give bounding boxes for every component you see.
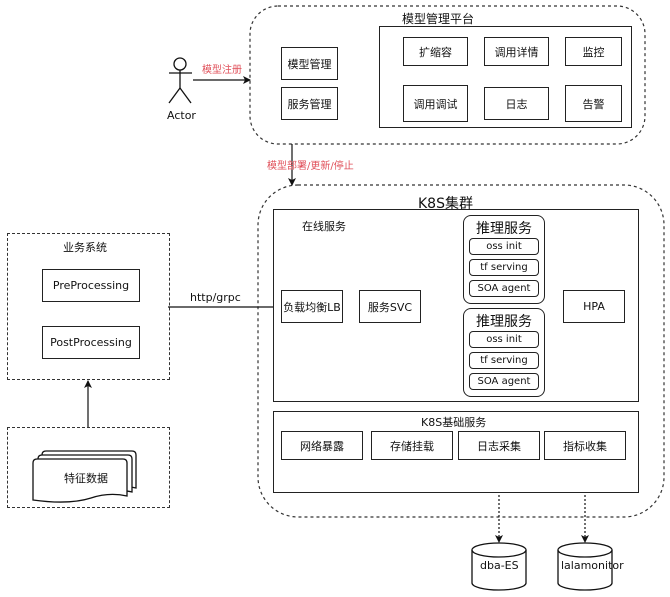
platform-title: 模型管理平台 [402,12,475,26]
storage-mount-box[interactable]: 存储挂载 [371,431,453,460]
business-system-title: 业务系统 [63,241,107,254]
pod-1-tf-serving[interactable]: tf serving [469,259,539,276]
pod-2-tf-serving[interactable]: tf serving [469,352,539,369]
actor-label: Actor [167,109,196,122]
k8s-base-services-title: K8S基础服务 [421,416,487,429]
lalamonitor-label: lalamonitor [561,559,624,572]
load-balancer-box[interactable]: 负载均衡LB [281,290,343,323]
lalamonitor-cylinder-icon [557,542,613,591]
deploy-edge-label: 模型部署/更新/停止 [267,161,354,172]
pod-1-soa-agent[interactable]: SOA agent [469,280,539,297]
alerts-box[interactable]: 告警 [565,85,622,122]
http-edge-label: http/grpc [190,291,241,304]
metrics-collection-box[interactable]: 指标收集 [544,431,626,460]
scaling-box[interactable]: 扩缩容 [403,37,468,66]
dba-es-label: dba-ES [480,559,519,572]
network-exposure-box[interactable]: 网络暴露 [281,431,363,460]
service-svc-box[interactable]: 服务SVC [359,290,421,323]
pod-2-oss-init[interactable]: oss init [469,331,539,348]
preprocessing-box[interactable]: PreProcessing [42,269,140,302]
feature-data-label: 特征数据 [64,472,108,485]
call-details-box[interactable]: 调用详情 [484,37,549,66]
inference-pod-1[interactable]: 推理服务pod1 oss init tf serving SOA agent [463,215,545,304]
pod-1-oss-init[interactable]: oss init [469,238,539,255]
business-system-container [7,233,170,380]
service-management-box[interactable]: 服务管理 [281,87,338,120]
postprocessing-box[interactable]: PostProcessing [42,326,140,359]
hpa-box[interactable]: HPA [563,290,625,323]
call-debug-box[interactable]: 调用调试 [403,85,468,122]
actor-icon [168,57,192,104]
k8s-container [257,184,665,518]
log-collection-box[interactable]: 日志采集 [458,431,540,460]
pod-2-soa-agent[interactable]: SOA agent [469,373,539,390]
feature-data-container [7,427,170,508]
logs-box[interactable]: 日志 [484,87,549,120]
platform-container [249,5,646,145]
inference-pod-2[interactable]: 推理服务pod2 oss init tf serving SOA agent [463,308,545,397]
monitoring-box[interactable]: 监控 [565,37,622,66]
feature-data-documents-icon [32,450,137,503]
model-management-box[interactable]: 模型管理 [281,47,338,80]
register-edge-label: 模型注册 [202,65,242,76]
online-service-title: 在线服务 [302,220,346,233]
dba-es-cylinder-icon [471,542,527,591]
k8s-title: K8S集群 [418,196,473,212]
